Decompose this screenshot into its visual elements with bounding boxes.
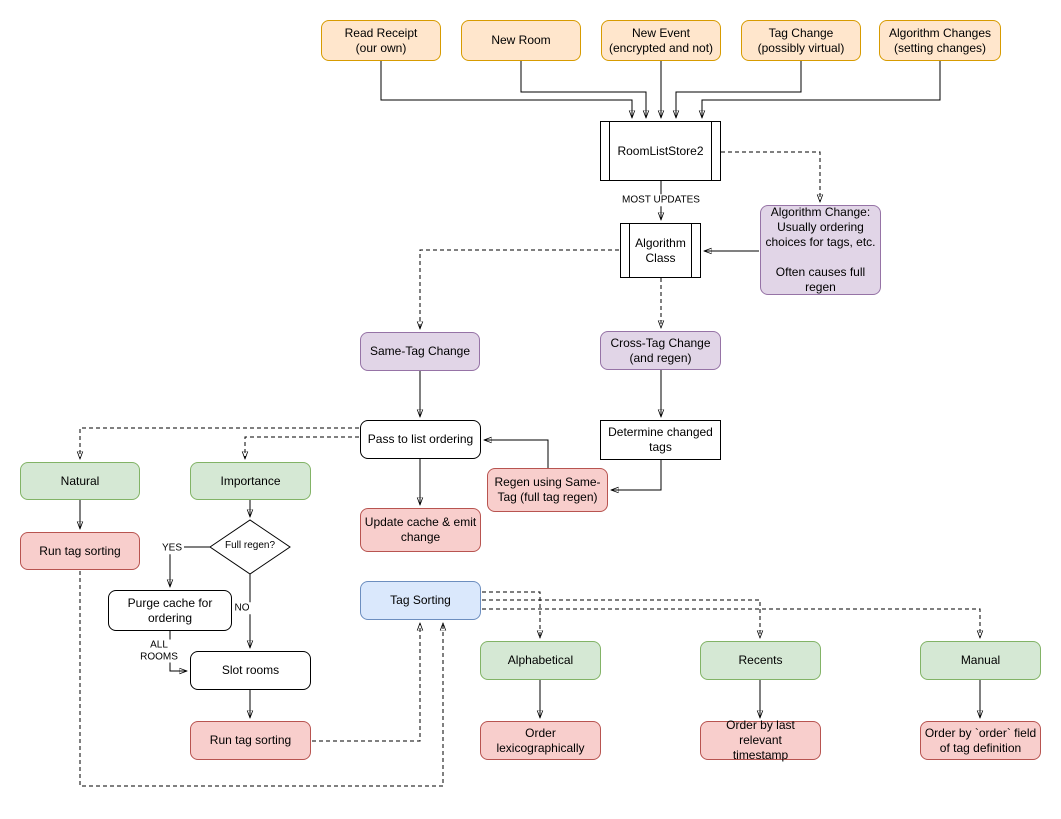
- node-importance: Importance: [190, 462, 311, 500]
- edge-algorithm-class-to-same-tag: [420, 249, 619, 329]
- node-new-room: New Room: [461, 20, 581, 61]
- edge-read-receipt-to-store: [380, 61, 632, 118]
- node-natural-label: Natural: [60, 473, 100, 488]
- node-order-lexicographically-label: Order lexicographically: [496, 725, 585, 755]
- node-full-regen-decision: Full regen?: [210, 540, 290, 551]
- node-alphabetical-label: Alphabetical: [507, 653, 574, 667]
- node-algorithm-class-label: Algorithm Class: [635, 235, 686, 265]
- node-manual: Manual: [920, 641, 1041, 680]
- node-read-receipt-label: Read Receipt (our own): [344, 25, 418, 55]
- node-run-tag-sorting-left: Run tag sorting: [20, 532, 140, 570]
- node-pass-to-list-ordering: Pass to list ordering: [360, 420, 481, 459]
- node-tag-change: Tag Change (possibly virtual): [741, 20, 861, 61]
- node-update-cache-emit: Update cache & emit change: [360, 508, 481, 552]
- node-recents-label: Recents: [738, 653, 783, 667]
- edge-tag-sorting-to-recents: [482, 599, 760, 638]
- node-tag-sorting-label: Tag Sorting: [390, 593, 451, 607]
- node-update-cache-emit-label: Update cache & emit change: [364, 515, 477, 544]
- node-run-tag-sorting-left-label: Run tag sorting: [39, 543, 121, 558]
- edge-pass-to-natural: [80, 427, 359, 459]
- edge-run-tag-sorting-bottom-to-tag-sorting: [312, 623, 420, 742]
- node-cross-tag-change-label: Cross-Tag Change (and regen): [610, 335, 711, 365]
- edge-label-no: NO: [232, 602, 252, 614]
- node-room-list-store2-label: RoomListStore2: [617, 143, 704, 158]
- node-order-by-timestamp-label: Order by last relevant timestamp: [726, 718, 795, 762]
- node-slot-rooms: Slot rooms: [190, 651, 311, 690]
- node-manual-label: Manual: [960, 653, 1001, 667]
- node-determine-changed-tags: Determine changed tags: [600, 420, 721, 460]
- edge-tag-sorting-to-manual: [482, 608, 980, 638]
- edge-label-yes: YES: [159, 542, 185, 554]
- node-algorithm-changes: Algorithm Changes (setting changes): [879, 20, 1001, 61]
- edge-tag-sorting-to-alphabetical: [482, 591, 540, 638]
- edge-tag-change-to-store: [676, 61, 802, 118]
- node-algorithm-class: Algorithm Class: [620, 223, 701, 278]
- node-natural: Natural: [20, 462, 140, 500]
- node-same-tag-change-label: Same-Tag Change: [369, 344, 471, 358]
- node-purge-cache: Purge cache for ordering: [108, 590, 232, 631]
- node-order-by-order-field-label: Order by `order` field of tag definition: [924, 725, 1037, 755]
- edge-determine-to-regen: [611, 460, 662, 490]
- edge-pass-to-importance: [245, 436, 359, 459]
- solid-edges: [80, 61, 980, 718]
- edge-regen-to-pass: [484, 440, 549, 468]
- dashed-edges: [79, 151, 980, 787]
- node-order-lexicographically: Order lexicographically: [480, 721, 601, 760]
- node-order-by-timestamp: Order by last relevant timestamp: [700, 718, 821, 762]
- node-new-event: New Event (encrypted and not): [601, 20, 721, 61]
- node-algorithm-changes-label: Algorithm Changes (setting changes): [888, 25, 992, 55]
- node-room-list-store2: RoomListStore2: [600, 121, 721, 181]
- edge-algorithm-changes-to-store: [702, 61, 941, 118]
- node-importance-label: Importance: [220, 473, 281, 488]
- node-pass-to-list-ordering-label: Pass to list ordering: [367, 432, 474, 446]
- full-regen-decision-shape: [209, 519, 291, 575]
- node-read-receipt: Read Receipt (our own): [321, 20, 441, 61]
- node-full-regen-decision-label: Full regen?: [224, 540, 276, 551]
- node-run-tag-sorting-bottom-label: Run tag sorting: [209, 733, 292, 747]
- node-cross-tag-change: Cross-Tag Change (and regen): [600, 331, 721, 370]
- node-tag-change-label: Tag Change (possibly virtual): [757, 25, 845, 55]
- node-slot-rooms-label: Slot rooms: [221, 663, 280, 677]
- edge-new-room-to-store: [520, 61, 646, 118]
- node-purge-cache-label: Purge cache for ordering: [127, 595, 213, 625]
- node-new-room-label: New Room: [491, 33, 551, 47]
- edge-store-to-note: [721, 151, 820, 202]
- node-recents: Recents: [700, 641, 821, 680]
- edge-label-all-rooms: ALL ROOMS: [138, 639, 180, 663]
- node-regen-using-same-tag: Regen using Same- Tag (full tag regen): [487, 468, 608, 512]
- node-same-tag-change: Same-Tag Change: [360, 332, 480, 371]
- edge-label-most-updates: MOST UPDATES: [620, 194, 702, 206]
- node-regen-using-same-tag-label: Regen using Same- Tag (full tag regen): [494, 475, 601, 504]
- node-alphabetical: Alphabetical: [480, 641, 601, 680]
- node-new-event-label: New Event (encrypted and not): [608, 25, 714, 55]
- edge-run-tag-sorting-left-to-tag-sorting: [79, 571, 443, 787]
- node-run-tag-sorting-bottom: Run tag sorting: [190, 721, 311, 760]
- node-algorithm-change-note: Algorithm Change: Usually ordering choic…: [760, 205, 881, 295]
- node-algorithm-change-note-label: Algorithm Change: Usually ordering choic…: [765, 205, 876, 294]
- node-order-by-order-field: Order by `order` field of tag definition: [920, 721, 1041, 760]
- node-tag-sorting: Tag Sorting: [360, 581, 481, 620]
- node-determine-changed-tags-label: Determine changed tags: [608, 425, 713, 454]
